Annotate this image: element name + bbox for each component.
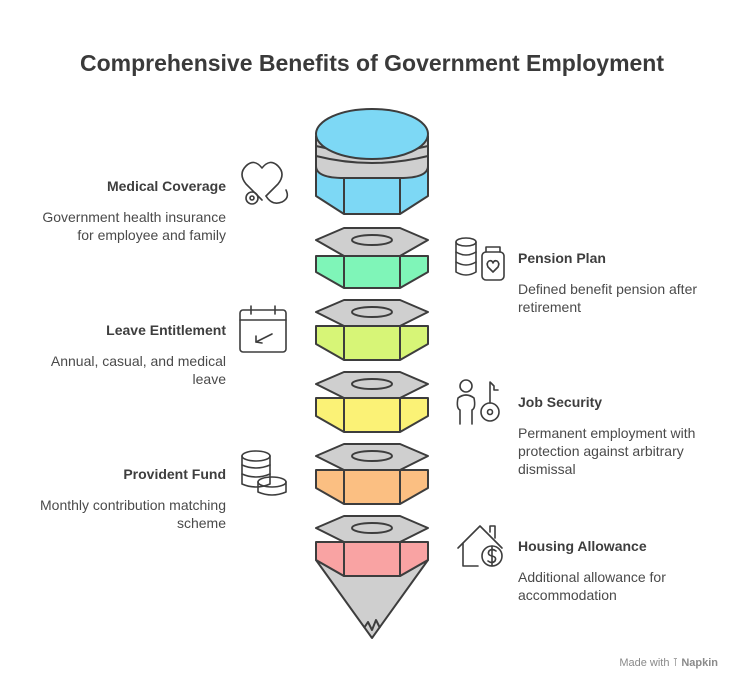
benefit-job-security: Job Security Permanent employment with p… — [518, 394, 718, 478]
benefit-medical-coverage: Medical Coverage Government health insur… — [26, 178, 226, 244]
segment-housing-allowance — [315, 515, 429, 639]
made-with-label: Made with — [619, 657, 670, 669]
benefit-description: Annual, casual, and medical leave — [50, 353, 226, 387]
benefit-description: Permanent employment with protection aga… — [518, 425, 696, 477]
benefit-heading: Housing Allowance — [518, 538, 647, 554]
calendar-icon — [239, 305, 287, 353]
coin-stack-icon — [241, 450, 287, 496]
benefit-housing-allowance: Housing Allowance Additional allowance f… — [518, 538, 718, 604]
person-key-icon — [456, 379, 500, 425]
benefit-description: Monthly contribution matching scheme — [40, 497, 226, 531]
segment-medical-coverage — [315, 108, 429, 215]
house-dollar-icon — [457, 525, 503, 567]
napkin-logo-icon: ⊺ — [672, 657, 679, 669]
benefit-description: Defined benefit pension after retirement — [518, 281, 698, 315]
benefit-provident-fund: Provident Fund Monthly contribution matc… — [26, 466, 226, 532]
segment-pension-plan — [315, 227, 429, 289]
segment-leave-entitlement — [315, 299, 429, 361]
benefit-description: Additional allowance for accommodation — [518, 569, 666, 603]
benefit-description: Government health insurance for employee… — [42, 209, 226, 243]
benefit-leave-entitlement: Leave Entitlement Annual, casual, and me… — [26, 322, 226, 388]
benefit-heading: Leave Entitlement — [106, 322, 226, 338]
benefit-pension-plan: Pension Plan Defined benefit pension aft… — [518, 250, 718, 316]
coins-jar-icon — [455, 237, 505, 281]
segment-provident-fund — [315, 443, 429, 505]
benefit-heading: Medical Coverage — [106, 178, 226, 194]
heart-stethoscope-icon — [241, 161, 289, 205]
brand-label: Napkin — [681, 657, 718, 669]
footer-credit: Made with ⊺ Napkin — [619, 656, 718, 669]
benefit-heading: Job Security — [518, 394, 603, 410]
benefit-heading: Pension Plan — [518, 250, 606, 266]
benefit-heading: Provident Fund — [123, 466, 226, 482]
page-title: Comprehensive Benefits of Government Emp… — [79, 50, 665, 76]
segment-job-security — [315, 371, 429, 433]
